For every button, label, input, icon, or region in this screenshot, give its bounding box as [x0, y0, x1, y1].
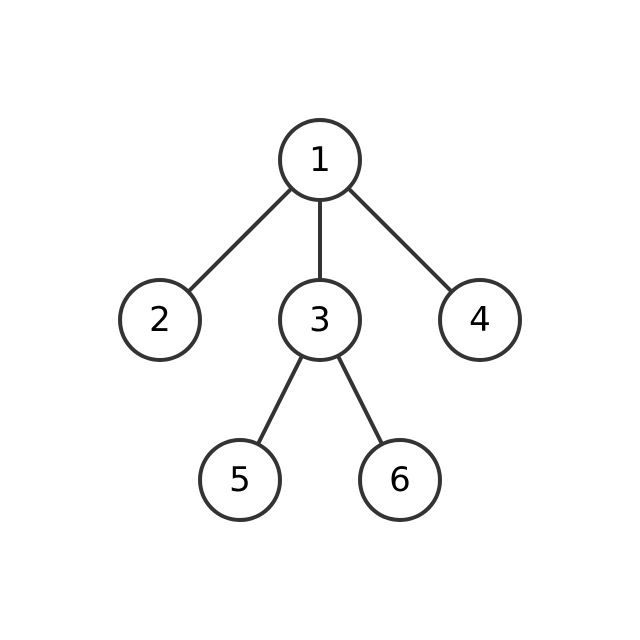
node-circle: [278, 278, 362, 362]
tree-node-1: 1: [278, 118, 362, 202]
tree-node-6: 6: [358, 438, 442, 522]
tree-node-5: 5: [198, 438, 282, 522]
edges-layer: [186, 186, 454, 445]
edge-1-4: [346, 186, 454, 294]
edge-1-2: [186, 186, 294, 294]
node-circle: [358, 438, 442, 522]
tree-node-3: 3: [278, 278, 362, 362]
nodes-layer: 1 2 3 4 5 6: [118, 118, 522, 522]
tree-node-2: 2: [118, 278, 202, 362]
node-circle: [198, 438, 282, 522]
node-label: 5: [229, 460, 251, 500]
edge-3-5: [256, 355, 304, 445]
node-label: 1: [309, 140, 331, 180]
node-label: 4: [469, 300, 491, 340]
node-circle: [118, 278, 202, 362]
node-circle: [278, 118, 362, 202]
node-label: 3: [309, 300, 331, 340]
tree-node-4: 4: [438, 278, 522, 362]
node-label: 6: [389, 460, 411, 500]
edge-3-6: [336, 355, 384, 445]
node-circle: [438, 278, 522, 362]
node-label: 2: [149, 300, 171, 340]
